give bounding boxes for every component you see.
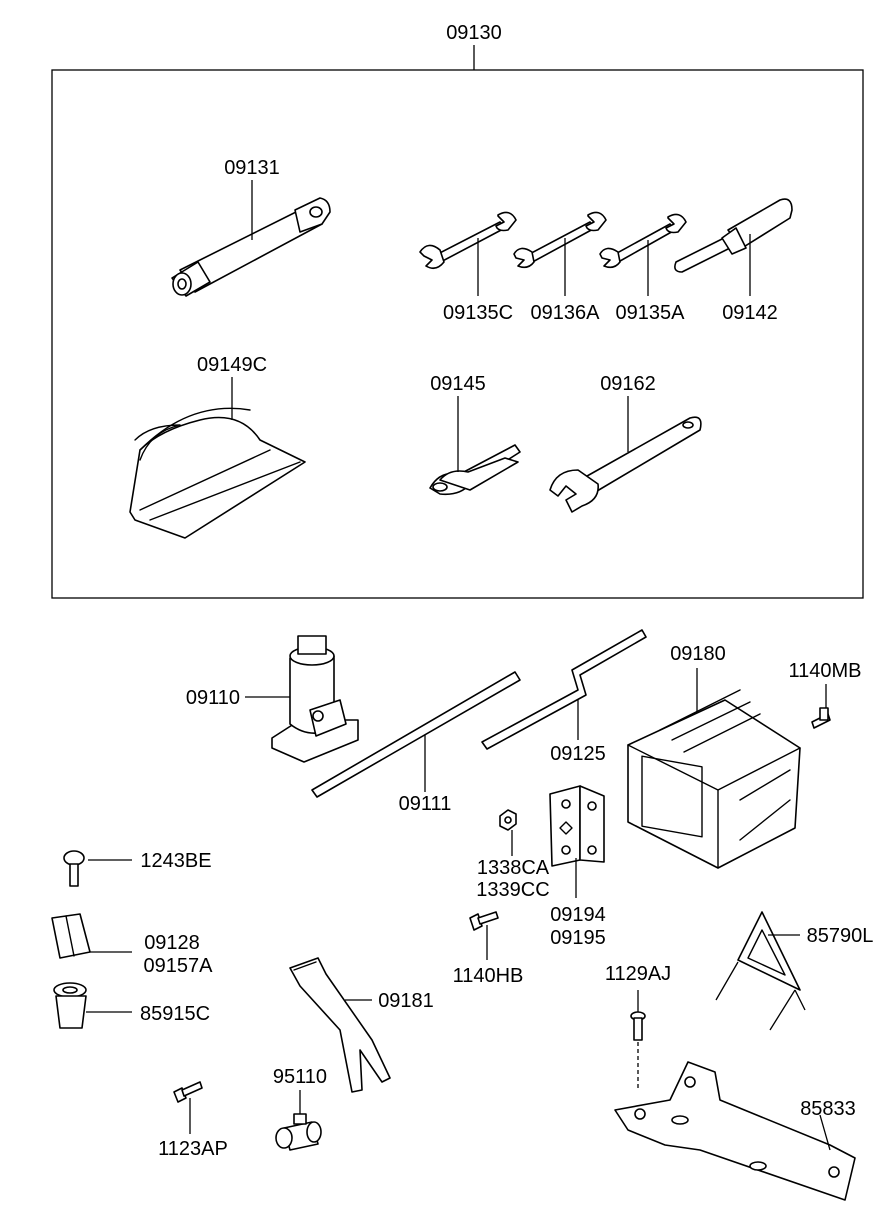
label-09162: 09162	[600, 373, 656, 395]
label-85790L: 85790L	[807, 925, 874, 947]
label-09194: 09194	[550, 904, 606, 926]
label-85915C: 85915C	[140, 1003, 210, 1025]
part-clip-09128: 09128 09157A	[51, 913, 214, 977]
label-1140HB: 1140HB	[453, 965, 524, 987]
label-09110: 09110	[186, 687, 240, 709]
part-screw-1129AJ: 1129AJ	[605, 963, 671, 1090]
label-1129AJ: 1129AJ	[605, 963, 671, 985]
part-spanner-09136A: 09136A	[513, 211, 607, 324]
part-spanner-09135C: 09135C	[419, 211, 517, 324]
part-adjustable-wrench: 09162	[549, 373, 702, 513]
part-spanner-09135A: 09135A	[599, 213, 687, 324]
part-bolt-1140HB: 1140HB	[453, 911, 524, 987]
label-09181: 09181	[378, 990, 434, 1012]
label-09180: 09180	[670, 643, 726, 665]
label-1338CA: 1338CA	[477, 857, 550, 879]
label-09135C: 09135C	[443, 302, 513, 324]
label-09145: 09145	[430, 373, 486, 395]
label-1123AP: 1123AP	[158, 1138, 228, 1160]
part-handle-bar: 09111	[311, 671, 521, 815]
part-connector-95110: 95110	[273, 1066, 327, 1151]
part-grommet-85915C: 85915C	[53, 982, 210, 1029]
label-09125: 09125	[550, 743, 606, 765]
label-09135A: 09135A	[616, 302, 686, 324]
part-storage-box: 09180	[627, 643, 801, 869]
part-strap-09181: 09181	[289, 957, 434, 1093]
part-bolt-1140MB: 1140MB	[788, 660, 862, 729]
label-95110: 95110	[273, 1066, 327, 1088]
label-1140MB: 1140MB	[788, 660, 861, 682]
part-warning-triangle: 85790L	[715, 911, 874, 1031]
part-tool-bag: 09149C	[129, 354, 306, 539]
label-1243BE: 1243BE	[140, 850, 211, 872]
part-bracket-09194: 09194 09195	[549, 785, 606, 949]
label-09142: 09142	[722, 302, 778, 324]
label-1339CC: 1339CC	[476, 879, 549, 901]
label-09136A: 09136A	[531, 302, 601, 324]
part-box-wrench: 09131	[171, 157, 331, 297]
part-nut-1338CA: 1338CA 1339CC	[476, 809, 550, 901]
label-09130: 09130	[446, 22, 502, 44]
part-pliers: 09145	[429, 373, 521, 496]
part-bracket-85833: 85833	[614, 1061, 856, 1201]
part-screw-1243BE: 1243BE	[63, 850, 212, 887]
part-bolt-1123AP: 1123AP	[158, 1081, 228, 1160]
part-crank-rod: 09125	[481, 629, 647, 765]
label-09195: 09195	[550, 927, 606, 949]
label-09128: 09128	[144, 932, 200, 954]
tool-kit-assembly: 09130	[51, 22, 864, 599]
part-jack: 09110	[186, 635, 359, 763]
label-09111: 09111	[399, 793, 452, 815]
part-screwdriver: 09142	[674, 198, 793, 324]
label-09157A: 09157A	[144, 955, 214, 977]
label-09131: 09131	[224, 157, 280, 179]
label-85833: 85833	[800, 1098, 856, 1120]
label-09149C: 09149C	[197, 354, 267, 376]
assembly-frame	[51, 69, 864, 599]
